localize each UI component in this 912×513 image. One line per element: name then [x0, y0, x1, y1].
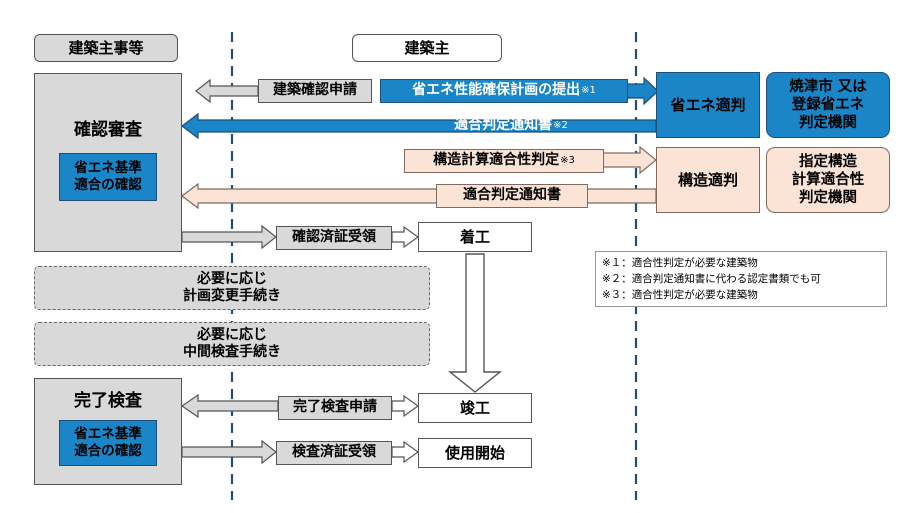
arrow-confirm-cert-head: [391, 225, 420, 249]
struct-calc-text: 構造計算適合性判定: [433, 152, 560, 169]
arrow-struct-calc: [601, 145, 657, 175]
energy-org-line2: 登録省エネ: [791, 96, 865, 113]
struct-org-line1: 指定構造: [799, 153, 857, 170]
interim-line2: 中間検査手続き: [183, 344, 281, 360]
label-final-apply: 完了検査申請: [278, 396, 392, 420]
energy-plan-note: ※1: [581, 84, 596, 96]
review-title: 確認審査: [74, 120, 142, 140]
arrow-final-apply: [180, 393, 279, 419]
final-energy-check: 省エネ基準 適合の確認: [59, 420, 157, 467]
struct-calc-note: ※3: [560, 154, 575, 166]
arrow-final-apply-tail: [391, 394, 420, 418]
step-complete: 竣工: [418, 393, 532, 423]
plan-change-line1: 必要に応じ: [197, 270, 267, 287]
arrow-inspect-cert: [181, 439, 277, 465]
final-title: 完了検査: [74, 391, 142, 411]
label-conformity-notice-1: 適合判定通知書※2: [436, 115, 586, 137]
interim-line1: 必要に応じ: [197, 326, 267, 343]
struct-org-line2: 計算適合性: [791, 171, 865, 188]
final-sub-line1: 省エネ基準: [74, 426, 142, 443]
energy-org-line1: 焼津市 又は: [789, 78, 867, 95]
conformity-notice-1-text: 適合判定通知書: [454, 117, 553, 134]
label-confirm-cert: 確認済証受領: [276, 226, 392, 250]
label-confirm-apply: 建築確認申請: [258, 79, 372, 103]
arrow-confirm-cert: [181, 224, 277, 250]
label-inspect-cert: 検査済証受領: [276, 441, 392, 465]
struct-org-box: 指定構造 計算適合性 判定機関: [766, 147, 890, 213]
energy-plan-text: 省エネ性能確保計画の提出: [412, 82, 581, 99]
energy-org-box: 焼津市 又は 登録省エネ 判定機関: [766, 72, 890, 138]
footnotes: ※１：適合性判定が必要な建築物 ※２：適合判定通知書に代わる認定書類でも可 ※３…: [595, 251, 887, 307]
arrow-start-to-complete: [448, 253, 502, 393]
plan-change-line2: 計画変更手続き: [183, 288, 281, 304]
step-start: 着工: [418, 222, 532, 252]
final-inspection-box: 完了検査 省エネ基準 適合の確認: [34, 378, 182, 485]
footnote-1: ※１：適合性判定が必要な建築物: [602, 257, 758, 269]
arrow-energy-plan: [626, 76, 659, 106]
interim-inspection-box: 必要に応じ 中間検査手続き: [34, 322, 430, 366]
plan-change-box: 必要に応じ 計画変更手続き: [34, 266, 430, 310]
energy-judge-box: 省エネ適判: [656, 72, 760, 138]
review-energy-check: 省エネ基準 適合の確認: [59, 153, 157, 202]
final-sub-line2: 適合の確認: [74, 443, 142, 460]
energy-org-line3: 判定機関: [799, 115, 857, 132]
header-authority: 建築主事等: [34, 34, 178, 62]
header-owner: 建築主: [352, 34, 502, 62]
step-use: 使用開始: [418, 438, 532, 468]
label-energy-plan: 省エネ性能確保計画の提出※1: [380, 79, 628, 103]
label-conformity-notice-2: 適合判定通知書: [436, 184, 588, 208]
footnote-3: ※３：適合性判定が必要な建築物: [602, 289, 758, 301]
struct-org-line3: 判定機関: [799, 190, 857, 207]
arrow-inspect-cert-head: [391, 440, 420, 464]
conformity-notice-1-note: ※2: [553, 119, 568, 131]
struct-judge-box: 構造適判: [656, 147, 760, 213]
review-sub-line2: 適合の確認: [74, 177, 142, 194]
arrow-confirm-apply: [195, 78, 259, 104]
label-struct-calc: 構造計算適合性判定※3: [404, 149, 604, 173]
footnote-2: ※２：適合判定通知書に代わる認定書類でも可: [602, 273, 821, 285]
review-sub-line1: 省エネ基準: [74, 160, 142, 177]
review-box: 確認審査 省エネ基準 適合の確認: [34, 73, 182, 252]
